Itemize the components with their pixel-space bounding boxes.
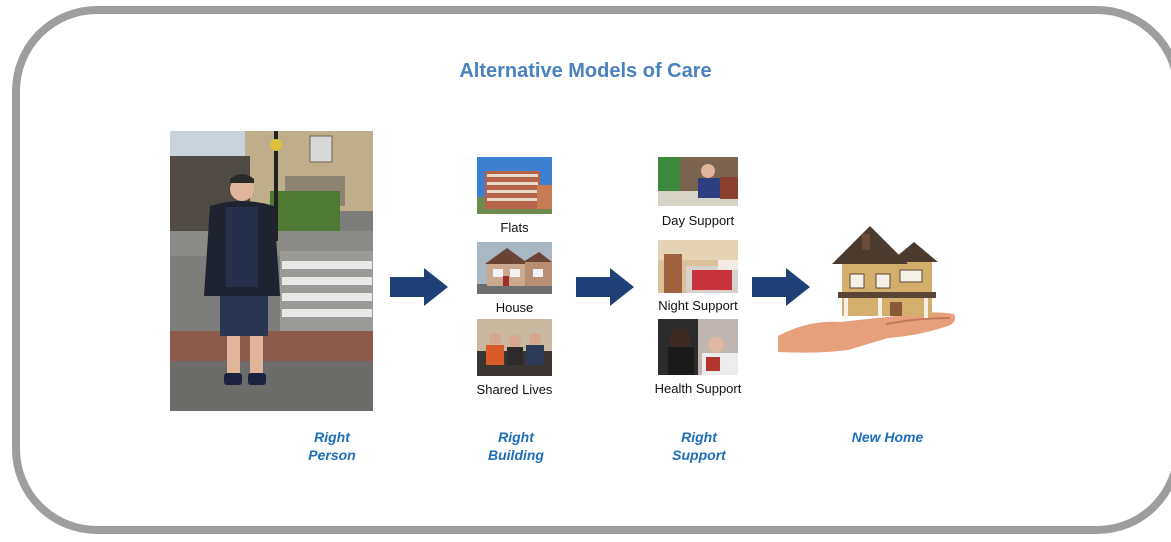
label-right-support: Right Support [672, 429, 726, 463]
support-option-day: Day Support [661, 213, 735, 228]
label-right-person: Right Person [308, 429, 356, 463]
label-new-home: New Home [851, 429, 924, 445]
building-option-shared-lives: Shared Lives [476, 382, 553, 397]
building-option-flats: Flats [500, 220, 529, 235]
flats-photo [477, 157, 552, 214]
day-support-photo [658, 157, 738, 206]
label-right-building: Right Building [488, 429, 544, 463]
night-support-photo [658, 240, 738, 293]
building-option-house: House [495, 300, 534, 315]
support-option-health: Health Support [654, 381, 742, 396]
shared-lives-photo [477, 319, 552, 376]
support-option-night: Night Support [658, 298, 738, 313]
arrow-right-icon [390, 268, 448, 306]
house-photo [477, 242, 552, 294]
house-in-hand-icon [778, 226, 956, 353]
person-photo [170, 131, 373, 411]
health-support-photo [658, 319, 738, 375]
page-title: Alternative Models of Care [459, 60, 712, 82]
arrow-right-icon [576, 268, 634, 306]
arrow-right-icon [752, 268, 810, 306]
